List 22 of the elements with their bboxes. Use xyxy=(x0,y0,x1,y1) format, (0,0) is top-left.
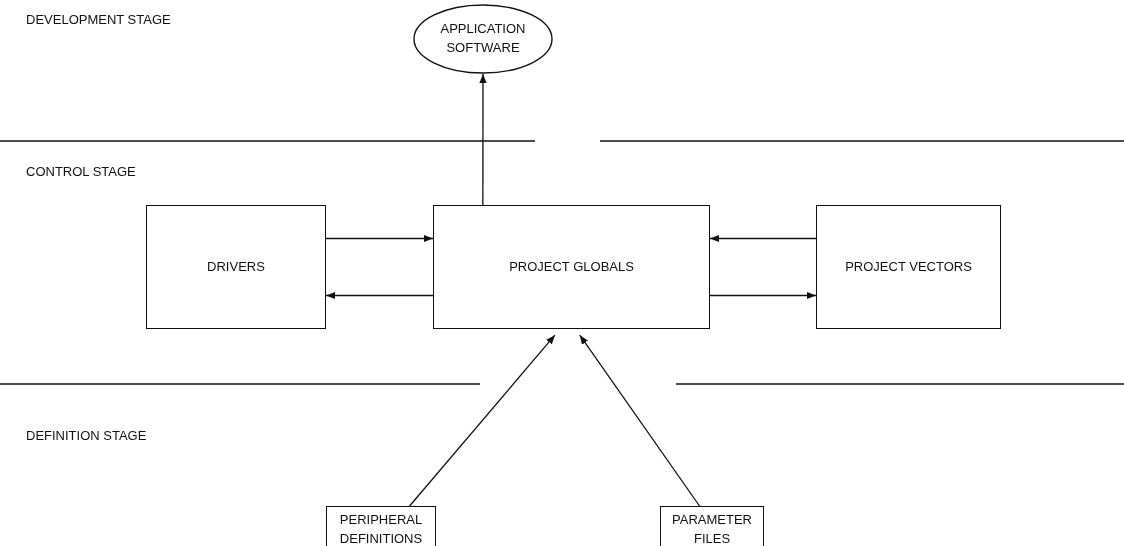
stage-label: DEFINITION STAGE xyxy=(26,428,147,443)
node-label: PERIPHERAL DEFINITIONS xyxy=(338,511,424,546)
node-label: APPLICATION SOFTWARE xyxy=(439,20,527,57)
arrow xyxy=(709,234,817,243)
stage-label: DEVELOPMENT STAGE xyxy=(26,12,171,27)
arrow xyxy=(479,73,487,206)
node-label: PROJECT GLOBALS xyxy=(508,257,635,276)
process-box xyxy=(660,506,764,546)
node-label: PARAMETER FILES xyxy=(671,511,753,546)
arrow xyxy=(408,334,556,507)
terminal-ellipse xyxy=(413,4,553,74)
node-label: DRIVERS xyxy=(206,257,266,276)
process-box xyxy=(146,205,326,329)
process-box xyxy=(433,205,710,329)
arrow xyxy=(325,234,434,243)
arrow xyxy=(325,291,434,300)
stage-label: CONTROL STAGE xyxy=(26,164,136,179)
process-box xyxy=(326,506,436,546)
process-box xyxy=(816,205,1001,329)
node-label: PROJECT VECTORS xyxy=(844,257,973,276)
arrow xyxy=(579,334,701,507)
arrow xyxy=(709,291,817,300)
